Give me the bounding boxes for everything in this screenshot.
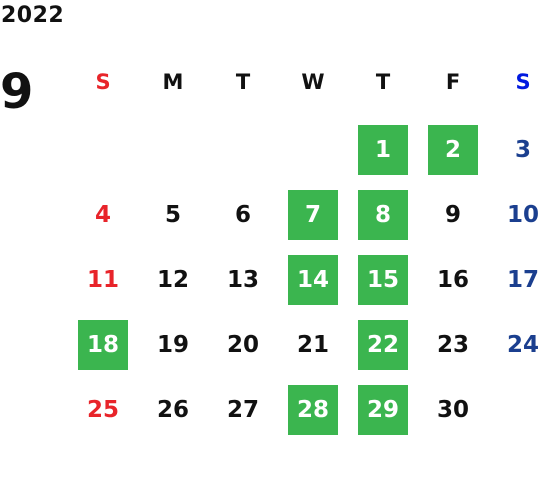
calendar-day-highlighted[interactable]: 1 (358, 125, 408, 175)
calendar-day[interactable]: 12 (156, 267, 189, 293)
weekday-header: F (445, 70, 461, 94)
calendar-day[interactable]: 16 (436, 267, 469, 293)
calendar-day[interactable]: 21 (296, 332, 329, 358)
calendar-day[interactable]: 20 (226, 332, 259, 358)
calendar-day[interactable]: 30 (436, 397, 469, 423)
calendar-day-highlighted[interactable]: 18 (78, 320, 128, 370)
year-label: 2022 (1, 3, 65, 28)
calendar-day[interactable]: 25 (86, 397, 119, 423)
weekday-header: T (235, 70, 251, 94)
weekday-header: S (95, 70, 111, 94)
calendar-day[interactable]: 6 (234, 202, 251, 228)
calendar-day-highlighted[interactable]: 14 (288, 255, 338, 305)
calendar-day-highlighted[interactable]: 22 (358, 320, 408, 370)
calendar-day[interactable]: 5 (164, 202, 181, 228)
month-number: 9 (0, 64, 34, 120)
calendar-day[interactable]: 3 (514, 137, 531, 163)
weekday-header: S (515, 70, 531, 94)
calendar-day[interactable]: 24 (506, 332, 539, 358)
calendar-day[interactable]: 17 (506, 267, 539, 293)
weekday-header: W (301, 70, 325, 94)
calendar-day-highlighted[interactable]: 8 (358, 190, 408, 240)
calendar-day[interactable]: 13 (226, 267, 259, 293)
calendar-day[interactable]: 27 (226, 397, 259, 423)
calendar-day-highlighted[interactable]: 29 (358, 385, 408, 435)
calendar-day[interactable]: 19 (156, 332, 189, 358)
calendar-day[interactable]: 4 (94, 202, 111, 228)
calendar-day[interactable]: 26 (156, 397, 189, 423)
calendar-day[interactable]: 10 (506, 202, 539, 228)
calendar-day[interactable]: 23 (436, 332, 469, 358)
calendar-day[interactable]: 11 (86, 267, 119, 293)
calendar-day-highlighted[interactable]: 7 (288, 190, 338, 240)
calendar-day[interactable]: 9 (444, 202, 461, 228)
weekday-header: M (162, 70, 184, 94)
weekday-header: T (375, 70, 391, 94)
calendar-day-highlighted[interactable]: 15 (358, 255, 408, 305)
calendar-day-highlighted[interactable]: 2 (428, 125, 478, 175)
calendar-day-highlighted[interactable]: 28 (288, 385, 338, 435)
